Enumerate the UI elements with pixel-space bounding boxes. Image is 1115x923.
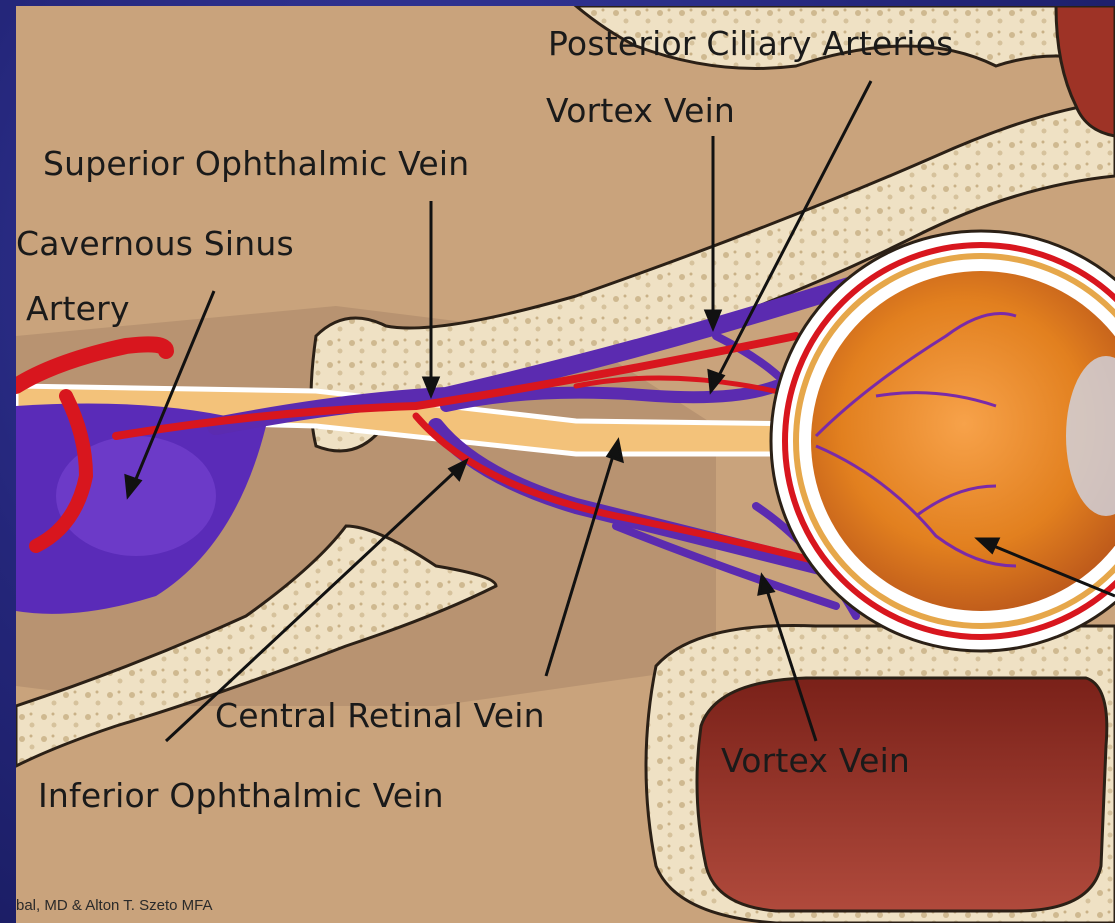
label-vortex-vein-top: Vortex Vein	[546, 91, 735, 130]
label-superior-ophthalmic-vein: Superior Ophthalmic Vein	[43, 144, 469, 183]
label-central-retinal-vein: Central Retinal Vein	[215, 696, 545, 735]
illustration-credit: bal, MD & Alton T. Szeto MFA	[16, 897, 212, 914]
label-inferior-ophthalmic-vein: Inferior Ophthalmic Vein	[38, 776, 444, 815]
label-vortex-vein-bottom: Vortex Vein	[721, 741, 910, 780]
label-posterior-ciliary-arteries: Posterior Ciliary Arteries	[548, 24, 954, 63]
maxillary-sinus	[697, 678, 1107, 911]
label-cavernous-sinus: Cavernous Sinus	[16, 224, 294, 263]
label-artery: Artery	[26, 289, 130, 328]
orbital-venous-anatomy-illustration: Posterior Ciliary Arteries Vortex Vein S…	[16, 6, 1115, 923]
